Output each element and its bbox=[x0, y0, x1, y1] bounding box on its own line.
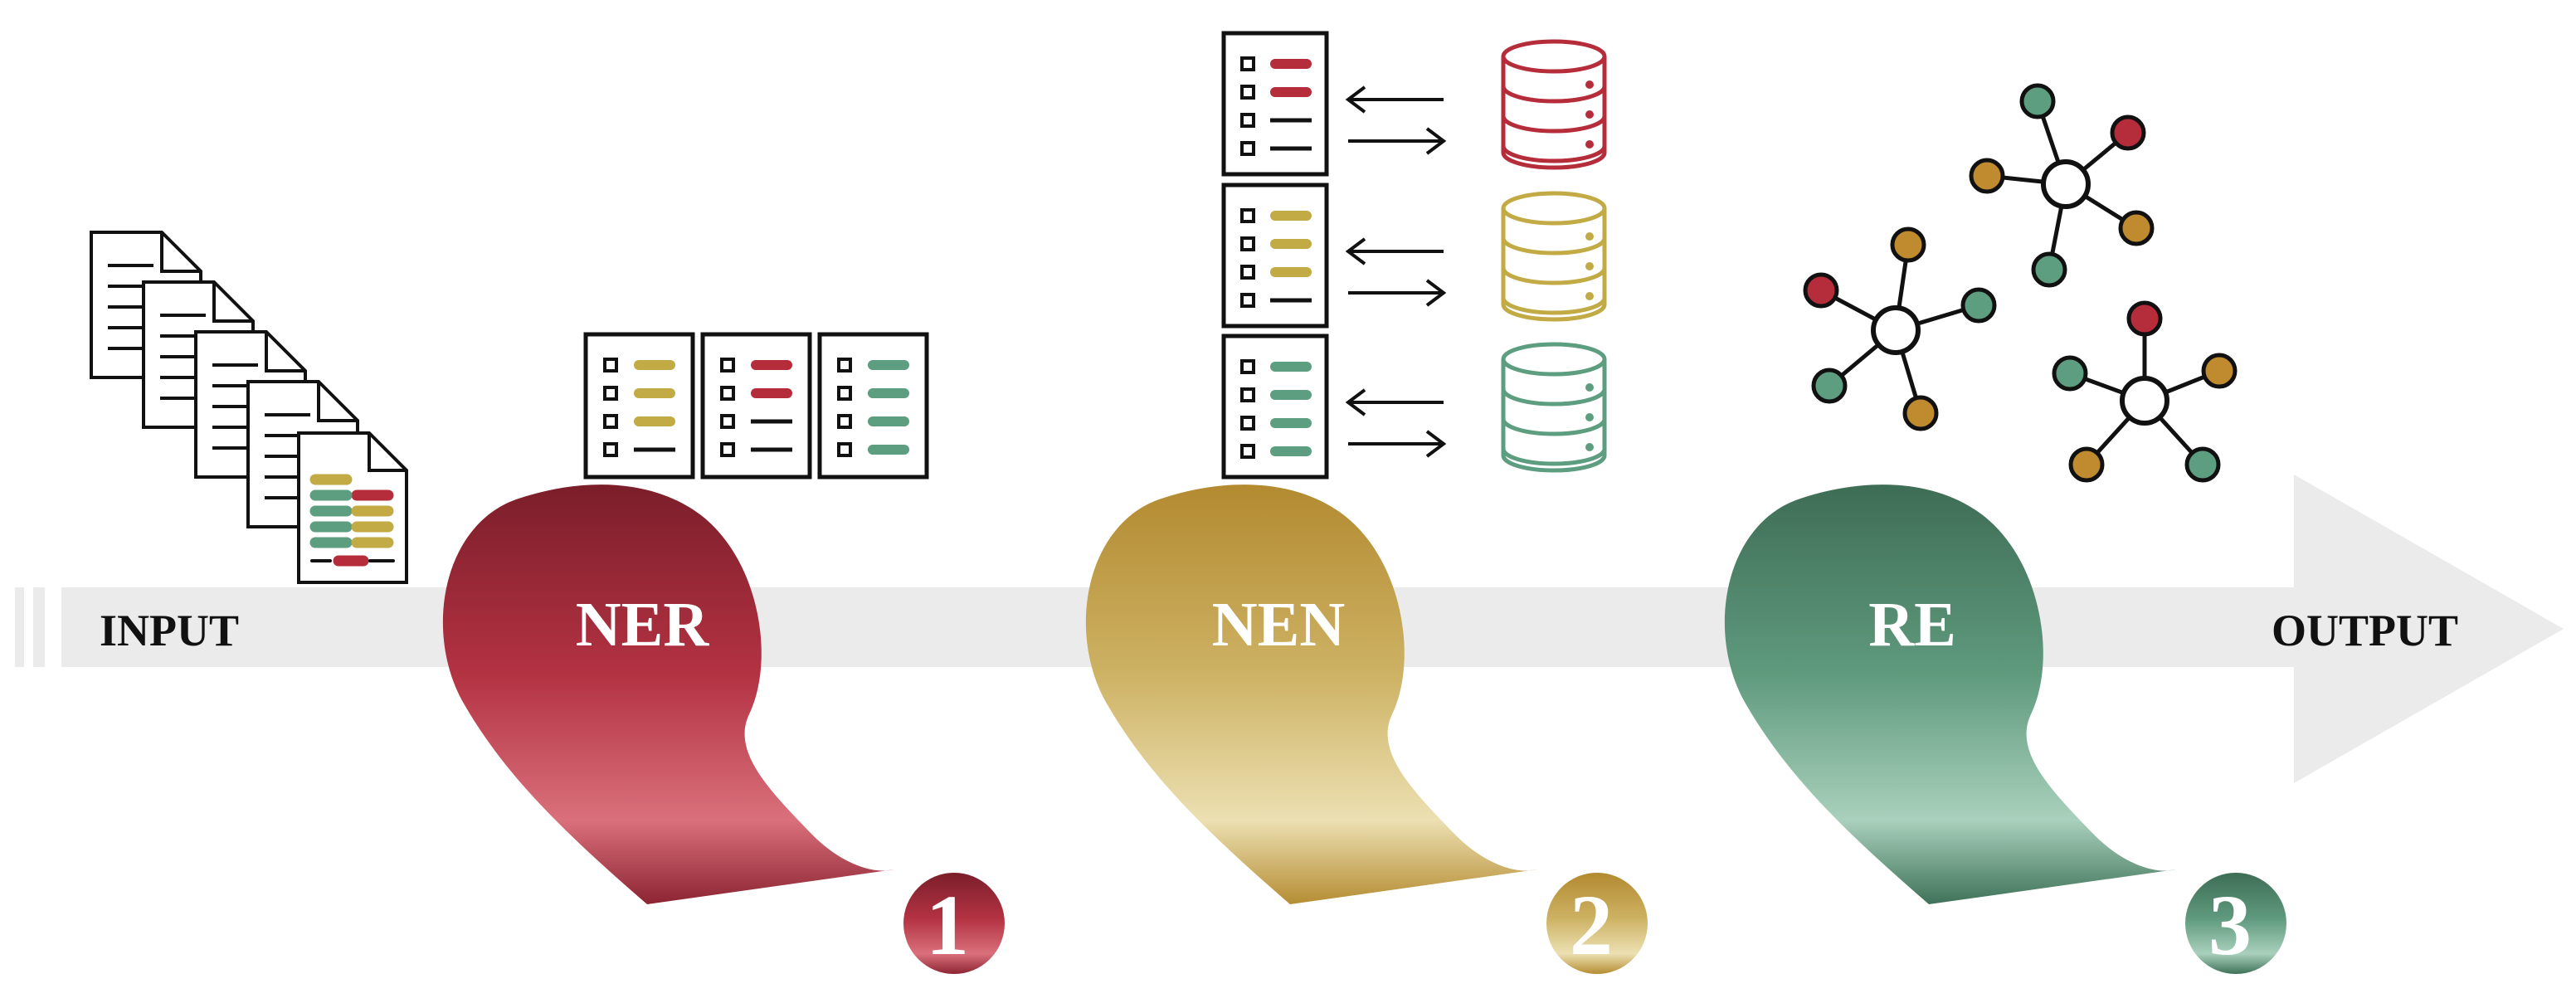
entity-list-icon bbox=[1221, 334, 1329, 480]
database-lookup-icon-group bbox=[1221, 31, 1607, 480]
bidirectional-arrow-icon bbox=[1345, 388, 1447, 458]
entity-list-icon bbox=[1221, 183, 1329, 329]
annotation-highlights bbox=[309, 474, 395, 567]
lookup-row-1 bbox=[1221, 31, 1607, 177]
graph-node bbox=[2110, 114, 2146, 151]
relation-graph-icon-3 bbox=[2052, 300, 2238, 483]
bidirectional-arrow-icon bbox=[1345, 85, 1447, 155]
graph-node bbox=[2184, 446, 2221, 483]
graph-node bbox=[1811, 368, 1848, 404]
relation-graph-icon-group bbox=[1803, 83, 2238, 483]
graph-node bbox=[2052, 355, 2088, 392]
graph-node bbox=[2031, 251, 2067, 288]
database-icon bbox=[1501, 39, 1607, 170]
stage-label-nen: NEN bbox=[1212, 590, 1345, 660]
stage-number-1: 1 bbox=[926, 878, 969, 973]
stage-label-re: RE bbox=[1868, 590, 1956, 660]
graph-node bbox=[1902, 395, 1939, 431]
entity-list-icon bbox=[1221, 31, 1329, 177]
graph-node bbox=[2201, 353, 2238, 389]
graph-node bbox=[1969, 158, 2005, 194]
graph-node bbox=[1890, 226, 1926, 263]
output-label: OUTPUT bbox=[2272, 606, 2458, 655]
graph-node bbox=[1803, 272, 1839, 309]
graph-hub-node bbox=[2120, 376, 2169, 426]
lookup-row-2 bbox=[1221, 183, 1607, 329]
database-icon bbox=[1501, 191, 1607, 322]
graph-node bbox=[2126, 300, 2163, 337]
stage-number-2: 2 bbox=[1570, 878, 1613, 973]
database-icon bbox=[1501, 342, 1607, 473]
stage-marker-ner bbox=[442, 484, 1005, 974]
relation-graph-icon-1 bbox=[1969, 83, 2155, 288]
relation-graph-icon-2 bbox=[1803, 226, 1997, 431]
lookup-row-3 bbox=[1221, 334, 1607, 480]
entity-list-icon bbox=[700, 332, 812, 480]
bidirectional-arrow-icon bbox=[1345, 237, 1447, 307]
stage-marker-nen bbox=[1085, 484, 1648, 974]
entity-list-icon bbox=[583, 332, 695, 480]
graph-node bbox=[2068, 446, 2105, 483]
input-label: INPUT bbox=[100, 606, 239, 655]
entity-list-icon bbox=[817, 332, 929, 480]
graph-node bbox=[2118, 210, 2155, 246]
stage-marker-re bbox=[1724, 484, 2286, 974]
graph-node bbox=[2019, 83, 2056, 119]
graph-node bbox=[1960, 287, 1997, 324]
stage-label-ner: NER bbox=[576, 590, 710, 660]
graph-hub-node bbox=[2041, 159, 2091, 209]
graph-hub-node bbox=[1871, 305, 1921, 355]
entity-list-icon-group bbox=[583, 332, 929, 480]
stage-number-3: 3 bbox=[2208, 878, 2252, 973]
